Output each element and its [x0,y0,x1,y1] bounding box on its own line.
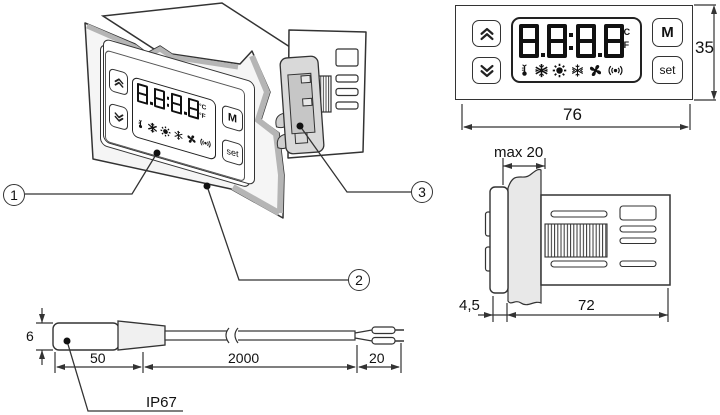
dim-bezel-depth-label: 4,5 [459,297,480,314]
rear-vent-slot [335,74,359,83]
digit-decimal-point [149,101,153,106]
mode-button-label: M [661,24,674,41]
callout-3-label: 3 [418,184,426,200]
dim-cable-length-label: 2000 [228,350,260,366]
dim-height-label: 35 [695,38,714,57]
dim-probe-diameter-label: 6 [26,328,34,344]
ip-rating-label: IP67 [146,394,177,411]
dim-panel-max-label: max 20 [494,144,544,161]
probe-cable [164,330,356,341]
set-button-label: set [226,145,239,160]
digit-eight [519,24,539,58]
chevron-double-down-icon [479,64,494,77]
digit-decimal-point [598,53,602,57]
seven-segment-digits [519,24,624,58]
digit-colon [167,91,170,111]
snowflake-icon [535,63,548,78]
alarm-icon [608,65,623,76]
set-button: set [652,56,683,84]
celsius-unit: °C [199,102,207,112]
digit-eight [188,97,199,120]
dim-lines-front [461,4,716,130]
dim-arrows-side [484,163,668,318]
side-vent-fins [544,223,608,258]
bezel-side [489,186,509,294]
alarm-icon [200,138,211,148]
probe-sleeve [52,322,120,351]
defrost-icon [571,64,584,77]
thermometer-icon [521,64,527,76]
sun-icon [552,63,567,78]
digit-eight [547,24,567,58]
digit-decimal-point [541,53,545,57]
chevron-double-up-icon [479,27,494,40]
rear-vent-slot [335,101,359,110]
fan-icon [187,135,196,143]
callout-3: 3 [411,181,433,203]
wire-ferrule [371,326,396,335]
sun-icon [160,126,171,137]
cable-break-symbol [225,327,239,344]
down-button [472,57,501,84]
fahrenheit-unit: °F [620,40,630,50]
probe-bushing [117,320,166,351]
down-button-3d [109,102,128,132]
defrost-icon [174,130,183,140]
dim-arrows-front [463,5,717,130]
fahrenheit-unit: °F [199,111,206,121]
chevron-double-up-icon [114,77,123,88]
digit-eight [576,24,596,58]
digit-eight [604,24,624,58]
digit-eight [137,82,148,105]
fan-icon [589,64,602,77]
digit-colon [569,24,574,58]
wire-ferrule [371,336,396,345]
digit-eight [171,92,182,115]
rear-vent-slot [335,87,359,97]
set-button-label: set [659,63,676,77]
thermometer-icon [138,119,143,129]
dim-wire-length-label: 20 [369,350,385,366]
dim-body-depth-label: 72 [578,297,595,314]
callout-1: 1 [3,184,25,206]
mode-button-label: M [227,111,238,126]
celsius-unit: °C [620,27,631,37]
side-view [484,168,671,306]
callout-1-label: 1 [10,187,18,203]
snowflake-icon [147,122,158,133]
callout-2-label: 2 [355,272,363,288]
temperature-probe [52,320,404,351]
chevron-double-down-icon [114,111,123,122]
panel-cross-section [507,168,542,306]
digit-decimal-point [183,111,187,116]
up-button-3d [109,67,128,97]
callout-2: 2 [348,269,370,291]
rear-terminal-cover [335,48,359,67]
lcd-display-3d: °C °F [132,76,216,161]
up-button [472,20,501,47]
mode-button: M [652,18,683,47]
bezel-3d-view: °C °F [100,43,250,189]
lcd-display: °C °F [511,17,642,83]
digit-eight [154,87,165,110]
front-view: °C °F [455,5,693,100]
dim-width-label: 76 [563,105,582,124]
dim-probe-length-label: 50 [90,350,106,366]
